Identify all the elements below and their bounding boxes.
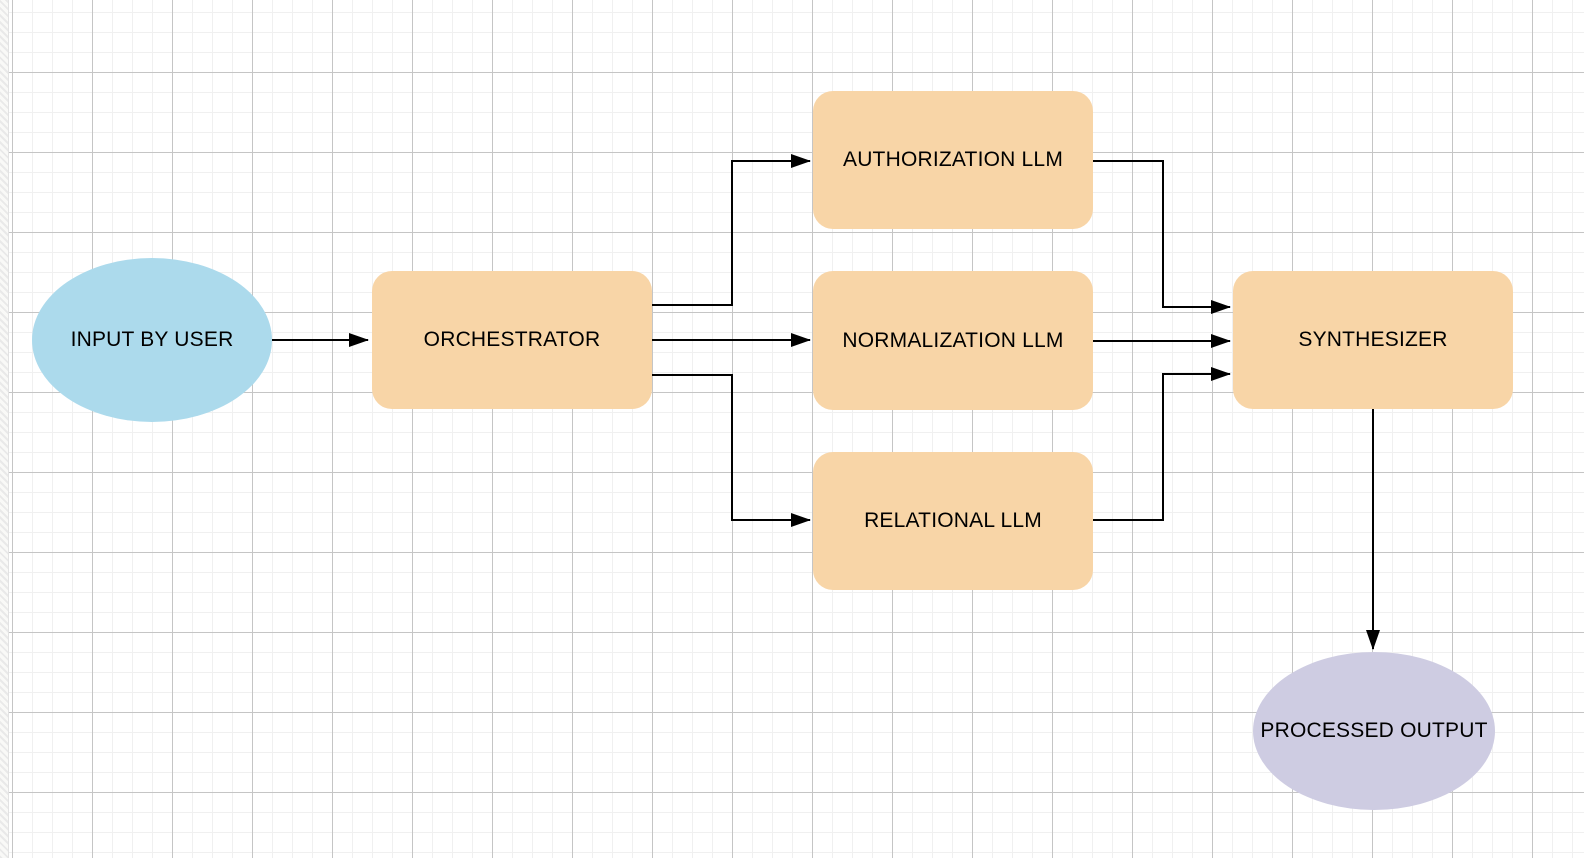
node-label-orchestrator: ORCHESTRATOR <box>423 328 601 351</box>
node-label-input-by-user: INPUT BY USER <box>70 328 234 351</box>
edge-orchestrator-to-relational[interactable] <box>652 374 811 527</box>
node-input-by-user[interactable]: INPUT BY USER <box>32 258 272 422</box>
edge-orchestrator-to-authorization[interactable] <box>652 154 811 306</box>
node-normalization-llm[interactable]: NORMALIZATION LLM <box>813 271 1093 410</box>
node-processed-output[interactable]: PROCESSED OUTPUT <box>1253 652 1495 810</box>
node-label-relational-llm: RELATIONAL LLM <box>864 509 1042 532</box>
node-authorization-llm[interactable]: AUTHORIZATION LLM <box>813 91 1093 229</box>
node-label-authorization-llm: AUTHORIZATION LLM <box>842 148 1064 171</box>
node-label-processed-output: PROCESSED OUTPUT <box>1260 719 1488 742</box>
node-label-normalization-llm: NORMALIZATION LLM <box>842 328 1064 352</box>
page-edge-strip <box>0 0 9 858</box>
node-orchestrator[interactable]: ORCHESTRATOR <box>372 271 652 409</box>
node-label-synthesizer: SYNTHESIZER <box>1298 328 1448 351</box>
edge-relational-to-synthesizer[interactable] <box>1093 367 1231 521</box>
node-synthesizer[interactable]: SYNTHESIZER <box>1233 271 1513 409</box>
node-relational-llm[interactable]: RELATIONAL LLM <box>813 452 1093 590</box>
edge-authorization-to-synthesizer[interactable] <box>1093 160 1231 314</box>
